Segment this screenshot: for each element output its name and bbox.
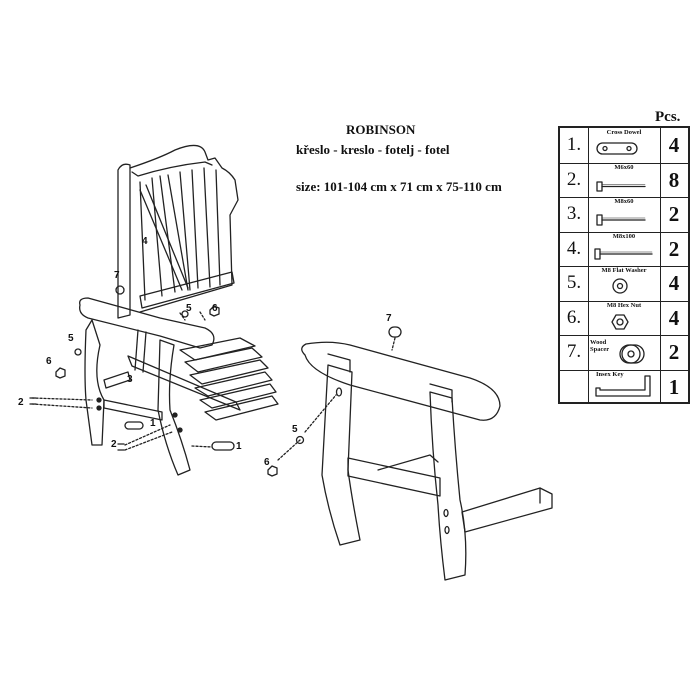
callout-5: 5 [292, 424, 298, 435]
part-name: M8x100 [612, 232, 636, 240]
parts-list-table: 1. Cross Dowel 4 2. M6x60 8 3. M8x60 2 4. M8x100 2 5… [558, 126, 690, 404]
callout-2: 2 [111, 439, 117, 450]
part-number: 1. [560, 128, 589, 163]
callout-6: 6 [46, 356, 52, 367]
part-cell: Wood Spacer [588, 335, 661, 370]
parts-row: 6. M8 Hex Nut 4 [560, 300, 688, 336]
part-cell: M8 Flat Washer [588, 266, 661, 301]
callout-7: 7 [114, 270, 120, 281]
part-number: 7. [560, 335, 589, 370]
bolt-m6x60-icon [596, 181, 646, 192]
part-name: M8x60 [614, 198, 634, 205]
parts-row: 3. M8x60 2 [560, 197, 688, 233]
callout-2: 2 [18, 397, 24, 408]
part-cell: M8x100 [588, 231, 661, 266]
part-cell: M8 Hex Nut [588, 300, 661, 335]
part-name: Cross Dowel [606, 129, 642, 136]
part-name: M8 Hex Nut [606, 301, 642, 309]
parts-row: 7.Wood Spacer 2 [560, 335, 688, 371]
part-quantity: 2 [668, 202, 680, 226]
hex-nut-icon [611, 314, 629, 330]
part-name: Insex Key [596, 370, 624, 378]
part-number: 5. [560, 266, 589, 301]
part-number: 6. [560, 300, 589, 335]
callout-3: 3 [127, 374, 133, 385]
flat-washer-icon [612, 278, 628, 294]
callout-5: 5 [68, 333, 74, 344]
part-name: Wood Spacer [590, 339, 610, 353]
part-number [560, 369, 589, 404]
part-name: M8 Flat Washer [601, 267, 647, 274]
callout-6: 6 [212, 303, 218, 314]
part-cell: Insex Key [588, 369, 661, 404]
part-quantity: 4 [668, 133, 680, 157]
part-quantity: 4 [668, 305, 680, 330]
part-cell: Cross Dowel [588, 128, 661, 163]
part-number: 2. [560, 162, 589, 197]
parts-row: 4. M8x100 2 [560, 231, 688, 267]
part-number: 3. [560, 197, 589, 232]
pcs-header: Pcs. [655, 109, 681, 125]
parts-row: 5. M8 Flat Washer 4 [560, 266, 688, 302]
cross-dowel-icon [596, 142, 638, 155]
part-quantity: 4 [668, 271, 680, 295]
callout-5: 5 [186, 303, 192, 314]
product-size: size: 101-104 cm x 71 cm x 75-110 cm [296, 179, 502, 194]
part-cell: M8x60 [588, 197, 661, 232]
product-subtitle: křeslo - kreslo - fotelj - fotel [296, 142, 450, 157]
bolt-m8x60-icon [596, 214, 646, 226]
part-quantity: 2 [668, 236, 680, 261]
callout-7: 7 [386, 313, 392, 324]
wood-spacer-icon [619, 344, 645, 364]
callout-1: 1 [236, 441, 242, 452]
callout-4: 4 [142, 236, 148, 247]
parts-icons [594, 142, 653, 397]
parts-row: Insex Key 1 [560, 369, 688, 404]
part-quantity: 8 [668, 167, 680, 192]
bolt-m8x100-icon [594, 248, 653, 260]
callout-6: 6 [264, 457, 270, 468]
parts-row: 2. M6x60 8 [560, 162, 688, 198]
part-cell: M6x60 [588, 162, 661, 197]
part-name: M6x60 [614, 163, 634, 171]
part-quantity: 2 [668, 340, 680, 364]
exploded-chair-drawing [29, 144, 279, 476]
part-number: 4. [560, 231, 589, 266]
callout-1: 1 [150, 418, 156, 429]
product-title: ROBINSON [346, 122, 416, 137]
hex-key-icon [595, 375, 651, 397]
side-frame-drawing [267, 326, 553, 581]
part-quantity: 1 [668, 374, 680, 399]
parts-row: 1. Cross Dowel 4 [560, 128, 688, 164]
